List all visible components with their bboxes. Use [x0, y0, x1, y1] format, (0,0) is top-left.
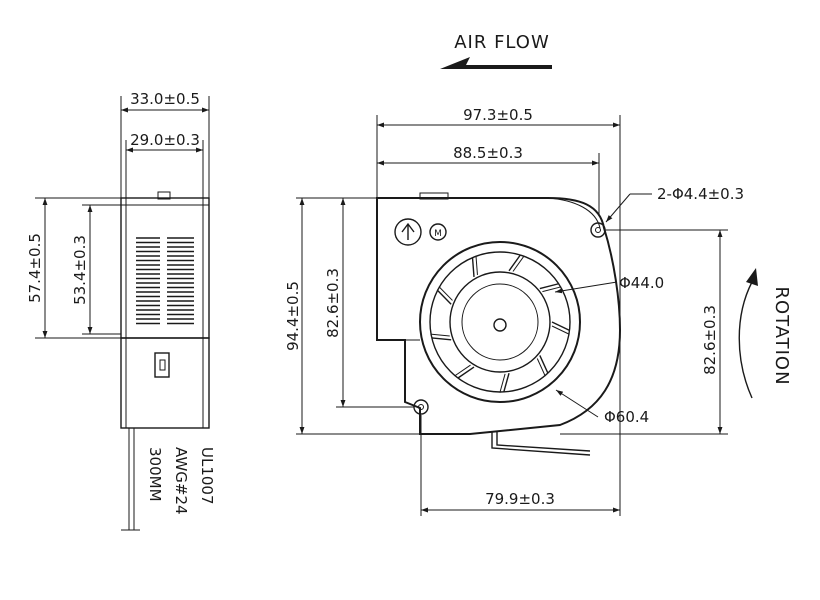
side-width-outer-dim: 33.0±0.5 [130, 90, 200, 108]
side-lower-body [120, 337, 210, 429]
impeller-blade-edge [430, 333, 450, 337]
wire-spec-length: 300MM [146, 447, 164, 502]
rotation-label: ROTATION [771, 286, 792, 385]
hub-inner [461, 283, 539, 361]
fan-housing-outline [376, 197, 622, 435]
hub-outline [449, 271, 551, 373]
impeller-blade [431, 337, 452, 341]
side-view: 33.0±0.5 29.0±0.3 57.4±0.5 [26, 90, 216, 531]
front-width-overall-dim: 97.3±0.5 [463, 106, 533, 124]
hole-spacing-horizontal-dim: 79.9±0.3 [485, 490, 555, 508]
impeller-blade-edge [499, 373, 506, 393]
impeller-blade-edge [438, 286, 453, 301]
hub-center [493, 318, 507, 332]
side-vent-slots [136, 237, 194, 325]
hub-diameter-label: Φ44.0 [619, 274, 664, 292]
impeller-blade-edge [454, 364, 471, 377]
side-width-inner-dim: 29.0±0.3 [130, 131, 200, 149]
impeller-blade [471, 257, 475, 278]
front-width-body-dim: 88.5±0.3 [453, 144, 523, 162]
impeller-blade [508, 254, 521, 272]
impeller-diameter-label: Φ60.4 [604, 408, 649, 426]
impeller-blade-edge [542, 286, 562, 293]
impeller-outer [419, 241, 581, 403]
side-body-outline [120, 197, 210, 339]
motor-logo-icon: M [429, 223, 447, 241]
front-view: 97.3±0.5 88.5±0.3 M [284, 106, 744, 516]
impeller-blade [503, 373, 510, 393]
impeller-ring [429, 251, 571, 393]
front-height-overall-dim: 94.4±0.5 [284, 281, 302, 351]
impeller-blade-edge [475, 255, 478, 276]
front-wires [491, 432, 591, 456]
side-height-inner-dim: 53.4±0.3 [71, 235, 89, 305]
side-height-outer-dim: 57.4±0.5 [26, 233, 44, 303]
impeller-blade [551, 321, 570, 332]
rotation-indicator: ROTATION [738, 268, 792, 399]
impeller-blade [437, 289, 452, 305]
wire-spec-awg: AWG#24 [172, 447, 190, 515]
impeller-blade [457, 366, 475, 379]
impeller-blade [539, 355, 549, 374]
airflow-indicator: AIR FLOW [440, 32, 552, 69]
impeller-blade [539, 283, 559, 290]
side-wires [121, 428, 140, 531]
front-top-tab [419, 192, 449, 200]
side-wire-clip [154, 352, 170, 378]
airflow-arrow-icon [440, 57, 552, 69]
airflow-label: AIR FLOW [454, 32, 550, 53]
impeller-blade-edge [536, 358, 546, 377]
impeller-blade-edge [512, 255, 525, 272]
wire-spec-ul: UL1007 [198, 447, 216, 505]
impeller-blade-edge [551, 325, 570, 335]
hole-spacing-vertical-dim: 82.6±0.3 [701, 305, 719, 375]
rotation-direction-icon [394, 218, 422, 246]
rotation-arrow-icon [738, 281, 753, 399]
svg-text:M: M [434, 229, 442, 239]
front-height-body-dim: 82.6±0.3 [324, 268, 342, 338]
mount-hole-top [590, 222, 606, 238]
impeller-blades [430, 254, 570, 393]
side-top-tab [157, 191, 171, 200]
hole-spec-label: 2-Φ4.4±0.3 [657, 185, 744, 203]
